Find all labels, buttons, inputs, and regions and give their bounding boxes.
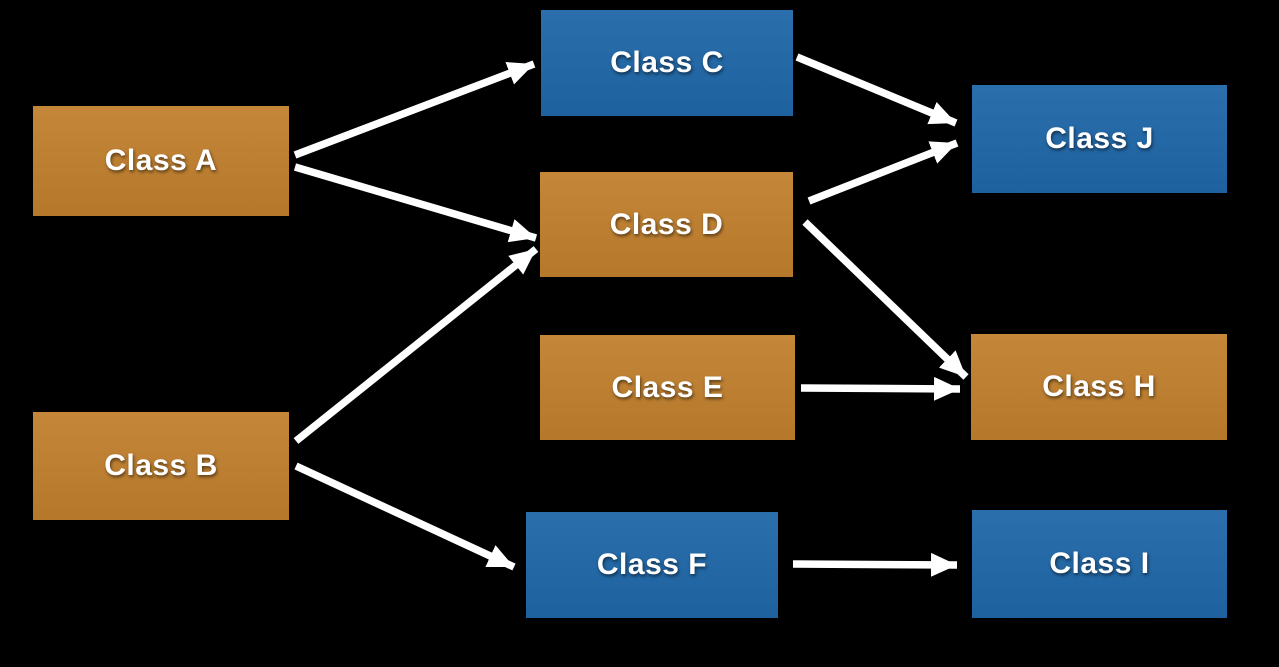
node-label: Class F xyxy=(596,548,708,581)
edge-f-i xyxy=(792,552,958,577)
node-label: Class B xyxy=(104,449,218,482)
edge-a-d xyxy=(293,163,538,243)
edge-c-j xyxy=(795,53,958,127)
node-label: Class C xyxy=(610,46,724,79)
edge-a-c xyxy=(293,60,536,159)
edge-e-h xyxy=(800,376,961,401)
node-class-c: Class C xyxy=(541,10,793,116)
node-class-a: Class A xyxy=(33,106,289,216)
edge-d-h xyxy=(802,219,969,380)
node-label: Class E xyxy=(611,370,724,404)
node-label: Class I xyxy=(1049,547,1150,580)
edge-b-d xyxy=(293,246,539,444)
node-class-f: Class F xyxy=(526,512,778,618)
node-class-h: Class H xyxy=(971,334,1227,440)
node-label: Class D xyxy=(609,207,724,241)
node-class-d: Class D xyxy=(540,172,793,277)
node-label: Class J xyxy=(1045,122,1154,155)
edge-group xyxy=(293,53,969,577)
node-class-i: Class I xyxy=(972,510,1227,618)
node-label: Class A xyxy=(104,144,218,177)
edge-b-f xyxy=(294,462,516,571)
node-label: Class H xyxy=(1042,370,1156,403)
edge-d-j xyxy=(807,139,959,205)
node-class-b: Class B xyxy=(33,412,289,520)
node-class-j: Class J xyxy=(972,85,1227,193)
node-class-e: Class E xyxy=(540,335,795,440)
